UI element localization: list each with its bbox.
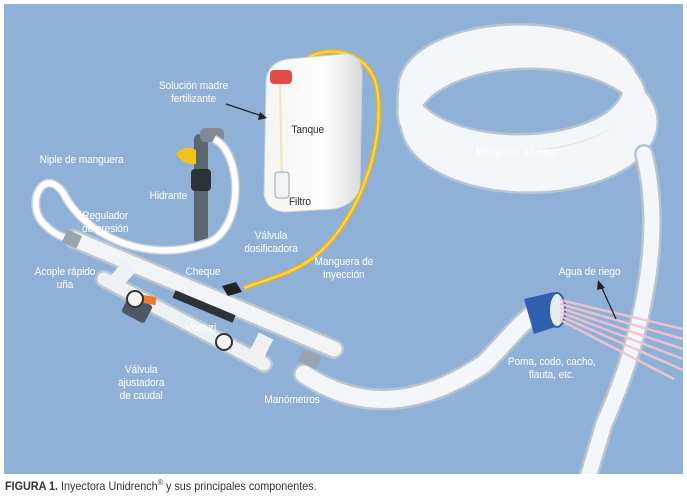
fertilizer-tank [263,53,363,213]
pressure-gauge [215,333,233,351]
label-agua-riego: Agua de riego [558,266,621,278]
caption-prefix: FIGURA 1. [5,479,59,493]
label-line: uña [56,279,74,291]
label-line: Válvula [124,364,158,376]
label-line: de presión [82,223,129,235]
arrow-head-icon [258,112,267,120]
nozzle [524,292,566,334]
arrow-head-icon [597,280,605,290]
label-manguera-inyeccion: Manguera de inyección [315,256,374,282]
label-venturi: Venturi [185,322,217,334]
label-niple: Niple de manguera [39,154,124,166]
diagram-illustration [31,23,683,474]
label-hidrante: Hidrante [149,190,188,202]
label-line: Manguera de [314,256,374,268]
label-tanque: Tanque [291,124,325,136]
caption-text: Inyectora Unidrench [58,479,158,493]
label-valvula-dosificadora: Válvula dosificadora [244,230,298,256]
label-line: Solución madre [159,80,229,92]
label-poma: Poma, codo, cacho, flauta, etc. [508,356,596,382]
figure-caption: FIGURA 1. Inyectora Unidrench® y sus pri… [5,478,317,493]
label-acople: Acople rápido uña [35,266,96,292]
label-line: Poma, codo, cacho, [507,356,596,368]
filter [274,171,290,199]
label-manguera-riego: Manguera de riego [475,146,560,158]
hydrant [176,128,224,244]
label-line: inyección [323,269,365,281]
label-line: dosificadora [244,243,298,255]
solucion-arrow [225,103,263,117]
label-line: flauta, etc. [528,369,575,381]
label-solucion-madre: Solución madre fertilizante [159,80,228,106]
irrigation-hose-coil [293,23,662,474]
label-line: ajustadora [118,377,165,389]
label-line: de caudal [119,390,163,402]
water-spray [559,298,683,381]
label-cheque: Cheque [185,266,221,278]
label-line: Acople rápido [34,266,96,278]
label-line: fertilizante [171,93,217,105]
label-regulador: Regulador de presión [82,210,128,236]
caption-text-end: y sus principales componentes. [162,479,317,493]
tank-cap [270,70,292,84]
injector-diagram: Solución madre fertilizante Tanque Filtr… [4,4,683,474]
registered-mark: ® [157,478,163,487]
label-filtro: Filtro [288,196,311,208]
label-valvula-ajustadora: Válvula ajustadora de caudal [118,364,164,403]
label-line: Regulador [82,210,129,222]
pvc-assembly [62,229,344,373]
agua-riego-arrow [600,285,617,320]
label-line: Válvula [254,230,288,242]
pressure-gauge [126,290,144,308]
check-valve [222,282,242,296]
label-manometros: Manómetros [264,394,320,406]
